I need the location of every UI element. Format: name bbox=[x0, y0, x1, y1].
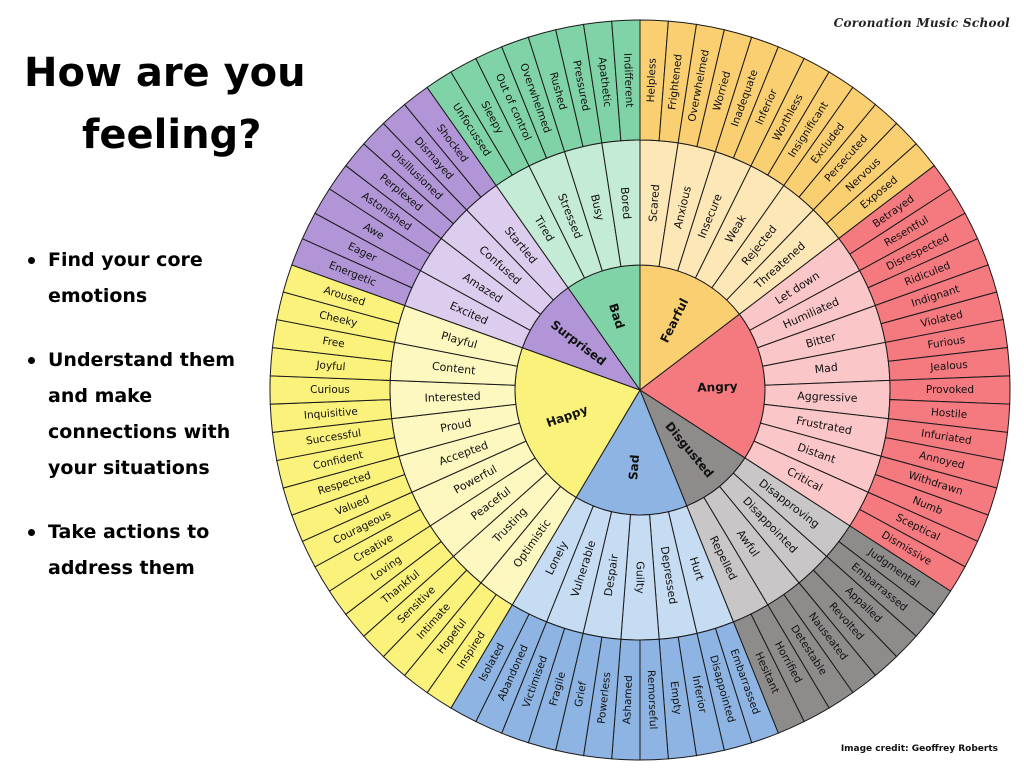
outer-emotion-label: Jealous bbox=[929, 359, 968, 374]
title-line-1: How are you bbox=[24, 50, 306, 96]
mid-emotion-label: Guilty bbox=[634, 561, 647, 594]
title-line-2: feeling? bbox=[82, 112, 262, 158]
outer-emotion-label: Grief bbox=[573, 680, 590, 708]
outer-emotion-label: Apathetic bbox=[596, 56, 614, 108]
image-credit: Image credit: Geoffrey Roberts bbox=[840, 744, 998, 754]
outer-emotion-label: Powerless bbox=[596, 671, 614, 724]
mid-emotion-label: Mad bbox=[814, 361, 839, 377]
mid-emotion-label: Busy bbox=[588, 193, 607, 222]
outer-emotion-label: Empty bbox=[668, 680, 684, 715]
mid-emotion-label: Bored bbox=[618, 186, 633, 219]
outer-emotion-label: Furious bbox=[927, 334, 966, 352]
tips-list: Find your core emotions Understand them … bbox=[24, 242, 264, 614]
mid-emotion-label: Despair bbox=[602, 553, 621, 597]
outer-emotion-label: Joyful bbox=[315, 359, 346, 373]
outer-emotion-label: Inquisitive bbox=[303, 406, 358, 422]
outer-emotion-label: Free bbox=[322, 335, 346, 350]
outer-emotion-label: Provoked bbox=[926, 384, 974, 396]
core-emotion-label: Sad bbox=[626, 454, 642, 480]
outer-emotion-label: Hostile bbox=[931, 406, 968, 421]
outer-emotion-label: Indifferent bbox=[621, 53, 635, 108]
mid-emotion-label: Content bbox=[431, 360, 477, 378]
outer-emotion-sector bbox=[611, 19, 641, 142]
brand-logo: Coronation Music School bbox=[833, 16, 1010, 30]
mid-emotion-label: Interested bbox=[424, 390, 481, 405]
page-title: How are you feeling? bbox=[24, 42, 354, 166]
mid-emotion-label: Scared bbox=[646, 184, 662, 223]
core-emotion-label: Angry bbox=[697, 379, 738, 395]
outer-emotion-label: Remorseful bbox=[645, 670, 659, 730]
outer-emotion-label: Curious bbox=[310, 384, 350, 396]
mid-emotion-label: Proud bbox=[439, 416, 472, 435]
outer-emotion-label: Helpless bbox=[645, 58, 659, 103]
outer-emotion-label: Ashamed bbox=[621, 675, 635, 725]
tip-item: Understand them and make connections wit… bbox=[24, 342, 264, 486]
tip-item: Take actions to address them bbox=[24, 514, 264, 586]
mid-emotion-label: Aggressive bbox=[797, 390, 858, 405]
tip-item: Find your core emotions bbox=[24, 242, 264, 314]
